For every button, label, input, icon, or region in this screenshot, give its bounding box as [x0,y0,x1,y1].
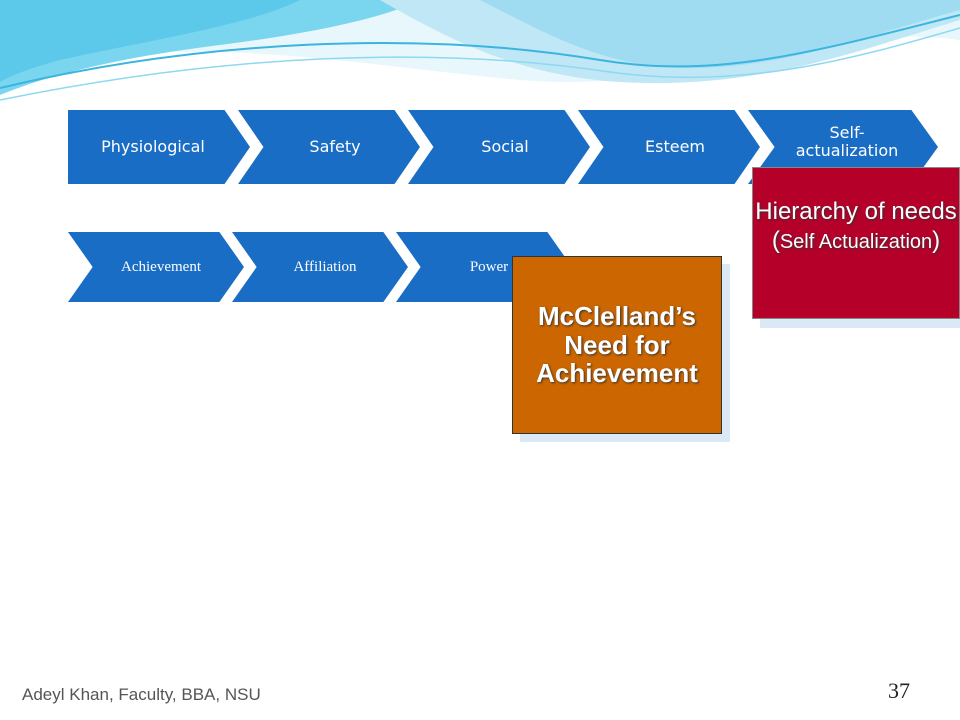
chevron-social: Social [408,110,590,184]
chevron-safety: Safety [238,110,420,184]
hierarchy-callout-close: ) [932,226,941,254]
mcclelland-callout-text: McClelland’s Need for Achievement [536,301,698,389]
chevron-label: Power [469,258,509,275]
chevron-affiliation: Affiliation [232,232,408,302]
header-wave-decoration [0,0,960,101]
chevron-label: Achievement [121,258,201,275]
chevron-label: Physiological [101,137,205,157]
chevron-label: Safety [309,137,361,157]
chevron-achievement: Achievement [68,232,244,302]
mcclelland-callout: McClelland’s Need for Achievement [512,256,722,434]
footer-author: Adeyl Khan, Faculty, BBA, NSU [22,685,261,704]
hierarchy-callout-detail: Self Actualization [779,230,933,253]
hierarchy-callout-main: Hierarchy of needs ( [755,198,957,254]
hierarchy-callout: Hierarchy of needs (Self Actualization) [752,167,960,319]
chevron-label: Self- actualization [795,123,899,160]
page-number: 37 [888,678,910,703]
chevron-physiological: Physiological [68,110,250,184]
chevron-label: Esteem [645,137,705,157]
chevron-label: Social [481,137,529,157]
chevron-esteem: Esteem [578,110,760,184]
chevron-label: Affiliation [293,258,357,275]
